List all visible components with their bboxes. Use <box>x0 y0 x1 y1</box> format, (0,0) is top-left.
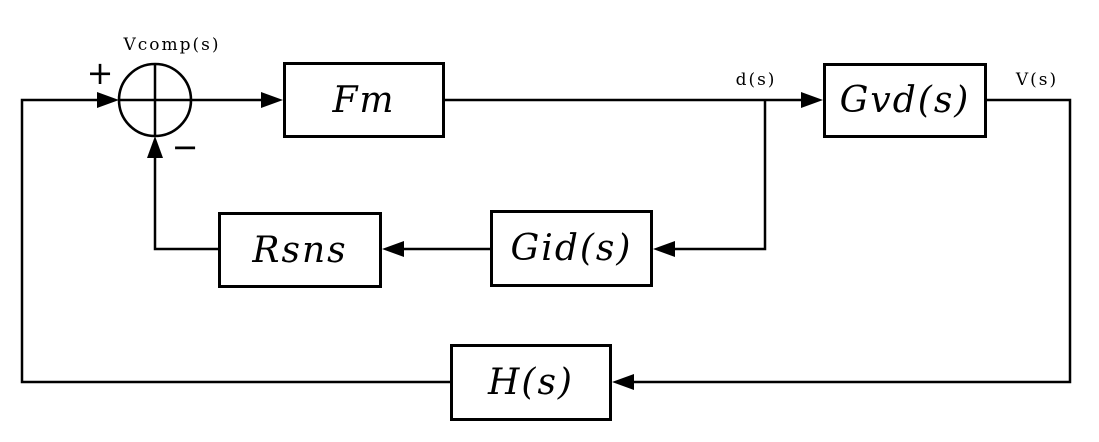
wire-d-branch-to-gid <box>653 100 767 257</box>
minus-sign: − <box>171 128 199 166</box>
block-fm-label: Fm <box>332 79 396 121</box>
label-vcomp: Vcomp(s) <box>123 35 221 55</box>
wire-rsns-to-sum <box>147 136 218 251</box>
label-d-signal: d(s) <box>735 70 777 90</box>
block-h: H(s) <box>450 344 612 421</box>
block-h-label: H(s) <box>488 362 574 403</box>
summing-junction-cross <box>119 64 191 136</box>
block-fm: Fm <box>283 62 445 138</box>
wire-h-feedback-to-sum <box>20 92 450 384</box>
summing-junction <box>117 62 193 138</box>
arrowhead-into-rsns <box>382 241 404 257</box>
wire-fm-to-gvd <box>445 92 823 108</box>
block-rsns: Rsns <box>218 212 382 288</box>
arrowhead-into-sum-bottom <box>147 136 163 158</box>
arrowhead-into-gvd <box>801 92 823 108</box>
plus-sign: + <box>86 54 114 92</box>
arrowhead-into-fm <box>261 92 283 108</box>
block-gvd-label: Gvd(s) <box>839 80 971 121</box>
wire-sum-to-fm <box>191 92 283 108</box>
arrowhead-into-gid <box>653 241 675 257</box>
label-v-signal: V(s) <box>1015 70 1059 90</box>
wire-gid-to-rsns <box>382 241 490 257</box>
block-gvd: Gvd(s) <box>823 63 987 138</box>
block-gid-label: Gid(s) <box>510 228 633 269</box>
wire-gvd-to-h <box>612 98 1072 390</box>
block-gid: Gid(s) <box>490 210 653 287</box>
block-rsns-label: Rsns <box>252 229 348 271</box>
arrowhead-into-sum-left <box>97 92 119 108</box>
arrowhead-into-h <box>612 374 634 390</box>
